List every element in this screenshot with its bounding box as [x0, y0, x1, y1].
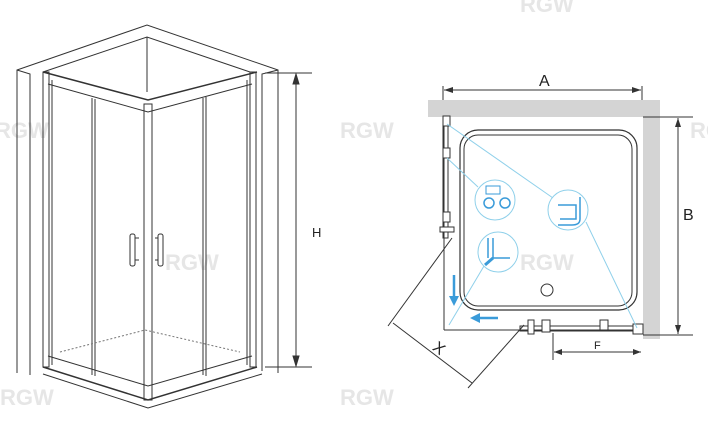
isometric-view: [16, 24, 312, 409]
callout-roller-icon: [474, 179, 516, 221]
shower-tray-inner: [463, 134, 633, 307]
door-handle-right: [155, 233, 164, 267]
watermark: RGW: [340, 118, 394, 143]
watermark: RGW: [520, 250, 574, 275]
callout-profile-icon: [547, 189, 589, 231]
watermark: RGW: [690, 118, 708, 143]
watermark: RGW: [165, 250, 219, 275]
opening-label: X: [429, 339, 448, 359]
watermarks: RGW RGW RGW RGW RGW RGW RGW RGW: [0, 0, 708, 410]
door-slide-arrow-left-icon: [470, 313, 498, 323]
drain-icon: [540, 283, 554, 297]
plan-view: [387, 86, 693, 389]
depth-label: B: [683, 207, 694, 224]
door-slide-arrow-down-icon: [449, 275, 459, 306]
height-label: H: [312, 225, 321, 240]
door-width-label: F: [594, 340, 601, 352]
watermark: RGW: [0, 385, 54, 410]
shower-tray: [459, 129, 638, 311]
back-wall: [428, 100, 660, 117]
watermark: RGW: [520, 0, 574, 17]
height-dimension: [265, 72, 312, 368]
side-wall: [643, 117, 660, 339]
door-handle-left: [129, 233, 139, 267]
watermark: RGW: [340, 385, 394, 410]
callout-seal-icon: [477, 231, 519, 273]
dimension-lines: [387, 86, 693, 389]
watermark: RGW: [0, 118, 49, 143]
width-label: A: [539, 73, 550, 90]
